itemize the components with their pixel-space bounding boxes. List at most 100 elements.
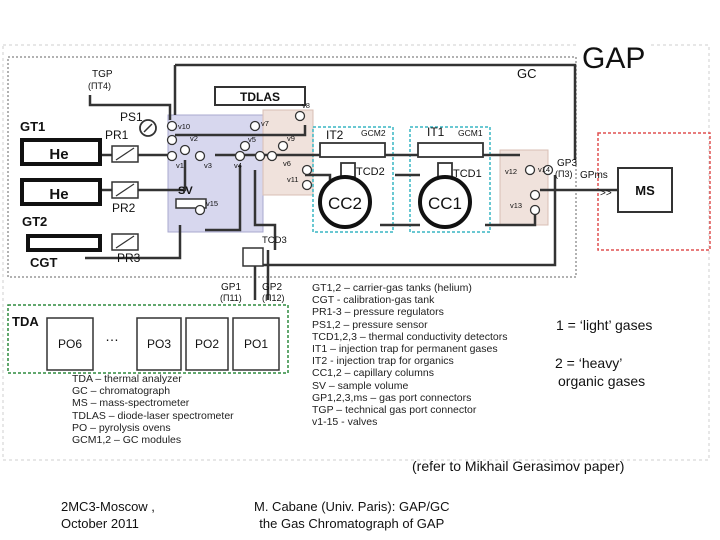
pr3-label: PR3	[117, 251, 141, 265]
legend-modules: TDA – thermal analyzer GC – chromatograp…	[72, 373, 234, 446]
valve-label: v12	[505, 167, 517, 176]
it2-label: IT2	[326, 128, 344, 142]
gp1-ru-label: (П11)	[220, 293, 242, 303]
tgp-ru-label: (ПТ4)	[88, 81, 111, 91]
it1-label: IT1	[427, 125, 445, 139]
legend-item: v1-15 - valves	[312, 416, 378, 429]
he-tank-2-label: He	[49, 186, 68, 203]
legend-item: IT1 – injection trap for permanent gases	[312, 343, 498, 356]
valve-label: v9	[287, 134, 295, 143]
valve-label: v10	[178, 122, 190, 131]
cc2-label: CC2	[328, 194, 362, 213]
legend-item: GC – chromatograph	[72, 385, 171, 398]
page-title: GAP	[578, 42, 650, 76]
pr1-label: PR1	[105, 128, 129, 142]
gp1-label: GP1	[221, 282, 241, 293]
cc2-column	[318, 175, 372, 229]
cc1-label: CC1	[428, 194, 462, 213]
gcm2-label: GCM2	[361, 128, 386, 138]
valve-label: v13	[510, 201, 522, 210]
valve-labels: v1 v2 v3 v4 v5 v6 v7 v8 v9 v10 v11 v12 v…	[176, 101, 550, 210]
valve-icon	[301, 179, 313, 191]
reference-note: (refer to Mikhail Gerasimov paper)	[412, 458, 625, 474]
valve-icon	[166, 134, 178, 146]
valve-label: v14	[538, 165, 550, 174]
gc-label: GC	[517, 66, 537, 81]
he-tank-1	[20, 138, 102, 166]
valve-label: v8	[302, 101, 310, 110]
valve-label: v2	[190, 134, 198, 143]
legend-item: IT2 - injection trap for organics	[312, 355, 454, 368]
ms-label: MS	[635, 183, 655, 198]
valve-icon	[254, 150, 266, 162]
legend-item: CGT - calibration-gas tank	[312, 294, 435, 307]
cgt-label: CGT	[30, 255, 58, 270]
valve-icon	[524, 164, 536, 176]
sv-volume	[175, 198, 207, 209]
valve-label: v11	[287, 175, 299, 184]
legend-item: TDA – thermal analyzer	[72, 373, 182, 385]
valve-label: v5	[248, 135, 256, 144]
cgt-tank	[26, 234, 102, 252]
gcm1-outline	[409, 126, 491, 233]
legend-item: SV – sample volume	[312, 379, 409, 392]
tgp-label: TGP	[92, 69, 113, 80]
tda-label: TDA	[12, 314, 39, 329]
footer-left: 2MC3-Moscow , October 2011	[61, 498, 155, 532]
po2-label: PO2	[195, 337, 219, 351]
legend-item: TGP – technical gas port connector	[312, 404, 477, 417]
valve-icon	[277, 140, 289, 152]
right-region	[499, 149, 549, 226]
tcd3-label: TCD3	[262, 235, 287, 246]
cc1-column	[418, 175, 472, 229]
ms-block-outline	[597, 132, 711, 251]
valve-icon	[529, 204, 541, 216]
gt1-label: GT1	[20, 119, 45, 134]
legend-item: TCD1,2,3 – thermal conductivity detector…	[312, 330, 508, 343]
valve-icon	[542, 164, 554, 176]
it1-trap	[417, 142, 484, 158]
tcd1-label: TCD1	[453, 168, 482, 180]
ps1-needle	[143, 123, 153, 133]
tdlas-box	[214, 86, 306, 106]
note-heavy-gases-1: 2 = ‘heavy’	[555, 355, 623, 371]
gp2-ru-label: (П12)	[262, 293, 284, 303]
footer-date: October 2011	[61, 516, 139, 531]
legend-item: GCM1,2 – GC modules	[72, 434, 182, 447]
valve-icon	[166, 120, 178, 132]
footer-center: M. Cabane (Univ. Paris): GAP/GC the Gas …	[254, 498, 450, 532]
gp3-label: GP3	[557, 158, 577, 169]
valve-icon	[179, 144, 191, 156]
legend-item: PS1,2 – pressure sensor	[312, 318, 428, 331]
gc-block-outline	[7, 56, 577, 278]
legend-item: PO – pyrolysis ovens	[72, 421, 171, 434]
tcd2-detector	[340, 162, 356, 178]
valve-icon	[234, 150, 246, 162]
legend-item: GP1,2,3,ms – gas port connectors	[312, 391, 472, 404]
pr2-arrow	[115, 183, 135, 197]
valve-icon	[266, 150, 278, 162]
valve-group	[166, 110, 554, 216]
gap-outline	[2, 44, 710, 461]
gcm1-label: GCM1	[458, 128, 483, 138]
tcd1-detector	[437, 162, 453, 178]
tda-block-outline	[7, 304, 289, 374]
it2-trap	[319, 142, 386, 158]
footer-event: 2MC3-Moscow ,	[61, 499, 155, 514]
valve-icon	[166, 150, 178, 162]
valve-icon	[249, 120, 261, 132]
valve-label: v6	[283, 159, 291, 168]
po6-label: PO6	[58, 337, 82, 351]
ps1-label: PS1	[120, 110, 143, 124]
gp2-label: GP2	[262, 282, 282, 293]
po3-label: PO3	[147, 337, 171, 351]
valve-icon	[194, 150, 206, 162]
he-tank-1-label: He	[49, 146, 68, 163]
po6-oven	[46, 317, 94, 371]
po2-oven	[185, 317, 229, 371]
note-heavy-gases-2: organic gases	[558, 373, 646, 389]
valve-label: v7	[261, 119, 269, 128]
po3-oven	[136, 317, 182, 371]
legend-item: CC1,2 – capillary columns	[312, 367, 434, 380]
